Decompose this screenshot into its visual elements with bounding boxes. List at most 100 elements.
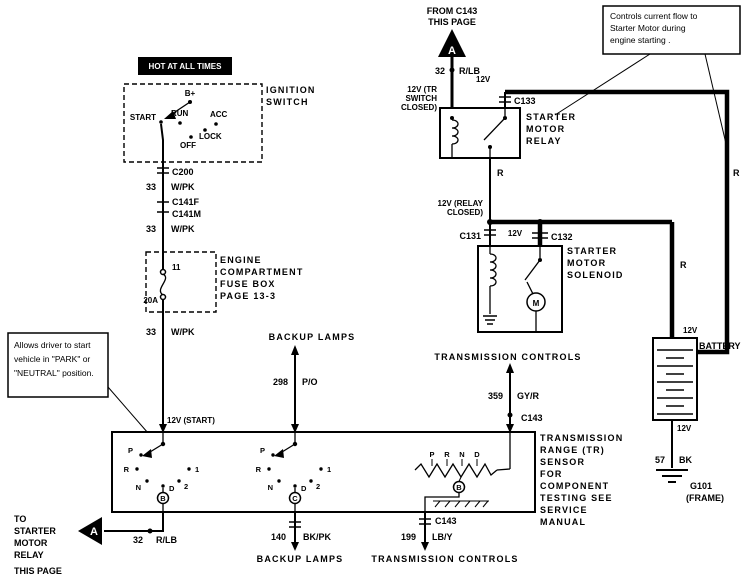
wire-298-color: P/O [302,377,318,387]
relay-closed-line-1: 12V (RELAY [438,199,484,208]
battery-circuit: R R 12V BATTERY 12V 57 BK G101 (FRAME) [505,89,741,503]
ignition-wiper-arrowhead [164,111,176,119]
wafer1-wiper-arrowhead [142,449,152,458]
left-note-line-1: Allows driver to start [14,340,91,350]
fuse-box-outline [145,251,217,313]
wire-32-bottom-color: R/LB [156,535,177,545]
tr-sensor-name-line-8: MANUAL [540,517,586,527]
wafer1-label-n: N [136,483,141,492]
tr-sensor-name-line-5: COMPONENT [540,481,609,491]
solenoid-coil [489,253,497,287]
cable-r-label-right: R [733,168,740,178]
wire-junction-dot [449,67,455,73]
tr-sensor-name-line-1: TRANSMISSION [540,433,623,443]
tr-sensor-name-line-3: SENSOR [540,457,585,467]
tr-sensor-box: TRANSMISSION RANGE (TR) SENSOR FOR COMPO… [111,431,623,527]
wafer2-label-n: N [268,483,273,492]
arrowhead-up-298 [291,345,299,355]
starter-relay-box [439,107,521,159]
wire-57-num: 57 [655,455,665,465]
relay-closed-line-2: CLOSED) [447,208,483,217]
c200-label: C200 [172,167,194,177]
wafer2-label-2: 2 [316,482,320,491]
backup-lamps-bottom-label: BACKUP LAMPS [257,554,344,564]
wire-33a-num: 33 [146,182,156,192]
fuse-number-label: 11 [172,263,181,272]
to-relay-line-2: STARTER [14,526,56,536]
wafer1-label-2: 2 [184,482,188,491]
hot-at-all-times-label: HOT AT ALL TIMES [149,62,223,71]
arrowhead-down-140 [291,542,299,551]
ignition-switch-circuit: HOT AT ALL TIMES IGNITION SWITCH B+ STAR… [123,57,314,433]
wafer1-label-p: P [128,446,133,455]
left-note-line-3: "NEUTRAL" position. [14,368,94,378]
wire-57-color: BK [679,455,692,465]
c141f-label: C141F [172,197,200,207]
fusebox-name-line-3: FUSE BOX [220,279,276,289]
starter-motor-solenoid: M STARTER MOTOR SOLENOID [477,245,624,333]
tr-switch-wafer-1: P R N D 2 1 B [124,432,199,512]
from-c143-label: FROM C143 [427,6,478,16]
wafer2-wiper-arrowhead [274,449,284,458]
network-hatch-1 [434,500,441,508]
position-start-label: START [130,113,156,122]
starter-solenoid-box [477,245,563,333]
tr-switch-closed-line-2: SWITCH [405,94,437,103]
network-hatch-2 [444,500,451,508]
acc-contact-dot [214,122,218,126]
wire-32-color: R/LB [459,66,480,76]
tr-sensor-name-line-2: RANGE (TR) [540,445,605,455]
tr-switch-wafer-2: P R N D 2 1 C [256,432,331,512]
wafer2-contact-n [277,479,281,483]
branch-junction-dot-1 [487,219,493,225]
solenoid-name-line-3: SOLENOID [567,270,624,280]
to-relay-line-5: THIS PAGE [14,566,62,576]
note-box [602,5,741,55]
solenoid-name-line-2: MOTOR [567,258,606,268]
to-relay-line-1: TO [14,514,26,524]
fusebox-name-line-1: ENGINE [220,255,262,265]
wafer1-contact-d [161,484,165,488]
wire-359-num: 359 [488,391,503,401]
cable-r-label-mid: R [680,260,687,270]
wafer2-contact-1 [319,467,323,471]
network-label-n: N [459,450,464,459]
wafer2-label-1: 1 [327,465,331,474]
position-run-label: RUN [171,109,189,118]
wire-298-num: 298 [273,377,288,387]
top-right-note: Controls current flow to Starter Motor d… [554,5,741,149]
wafer2-contact-r [267,467,271,471]
tr-switch-closed-line-1: 12V (TR [407,85,437,94]
tr-switch-closed-line-3: CLOSED) [401,103,437,112]
relay-name-line-2: MOTOR [526,124,565,134]
left-note-pointer-line [107,386,149,434]
wafer1-label-1: 1 [195,465,199,474]
wafer2-label-p: P [260,446,265,455]
to-relay-line-4: RELAY [14,550,44,560]
branch-12v-label: 12V [508,229,523,238]
fuse-element [159,273,167,296]
arrow-a-left-icon [78,517,102,545]
off-contact-dot [189,135,193,139]
left-note-box [7,332,109,398]
network-hatch-6 [482,500,489,508]
fuse-rating-label: 20A [143,296,158,305]
position-acc-label: ACC [210,110,228,119]
wafer1-terminal-letter: B [160,494,166,503]
hot-at-all-times-banner [138,57,232,75]
tr-sensor-name-line-4: FOR [540,469,563,479]
network-label-d: D [474,450,480,459]
12v-start-label: 12V (START) [167,416,215,425]
wire-33b-color: W/PK [171,224,195,234]
c133-label: C133 [514,96,536,106]
wafer2-contact-2 [309,479,313,483]
c143-bottom-label: C143 [435,516,457,526]
run-contact-dot [178,121,182,125]
network-tap-lead [458,476,462,482]
bottom-exits: TO STARTER MOTOR RELAY THIS PAGE A 32 R/… [14,512,517,576]
ignition-output-wire [160,123,164,162]
note-pointer-line-1 [554,53,651,116]
network-label-p: P [429,450,434,459]
note-pointer-line-2 [704,53,728,149]
wire-33c-num: 33 [146,327,156,337]
